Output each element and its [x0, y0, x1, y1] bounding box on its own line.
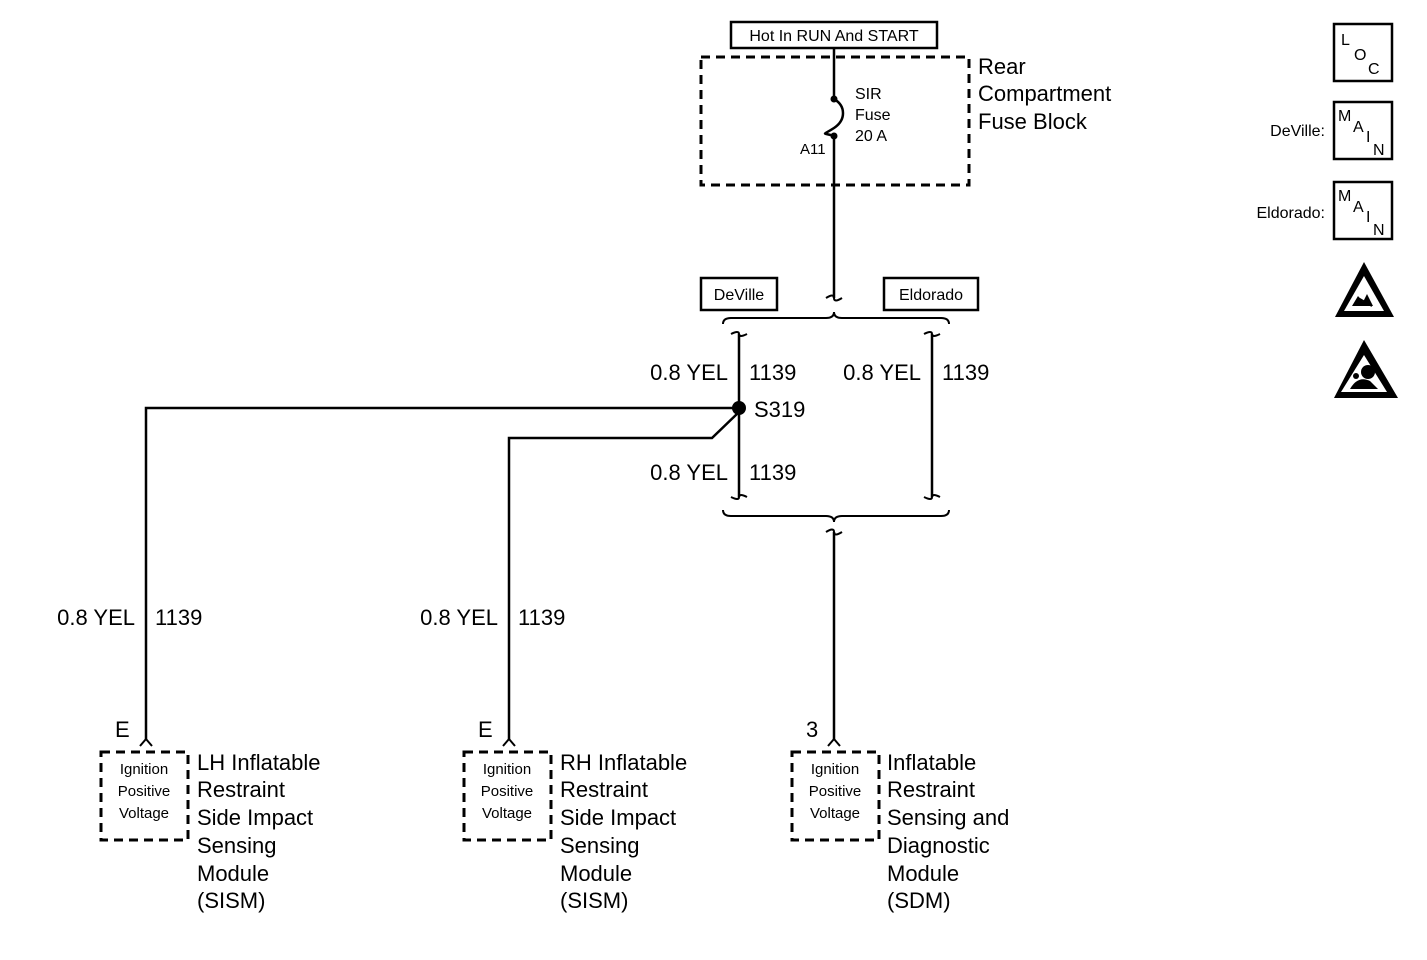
- sdm-module-name-2: Restraint: [887, 777, 975, 802]
- fuse-symbol: [823, 97, 845, 138]
- sdm-input-line1: Ignition: [811, 761, 859, 778]
- option-eldorado-label-top: Eldorado: [899, 287, 963, 304]
- sdm-module-name-6: (SDM): [887, 888, 951, 913]
- deville-main-letter-n: N: [1373, 142, 1385, 159]
- sdm-module-name-1: Inflatable: [887, 750, 976, 775]
- option-deville-box-top: DeVille: [699, 276, 779, 312]
- lh-input-line3: Voltage: [119, 805, 169, 822]
- option-deville-label-top: DeVille: [714, 287, 765, 304]
- rh-wire-circuit: 1139: [518, 605, 565, 630]
- esd-warning-icon[interactable]: [1335, 262, 1394, 317]
- lh-pin-label: E: [115, 717, 130, 742]
- eldorado-main-letter-i: I: [1366, 209, 1370, 226]
- rh-input-line3: Voltage: [482, 805, 532, 822]
- sdm-module: 3 Ignition Positive Voltage Inflatable R…: [790, 717, 1009, 913]
- lh-sism-wire: [144, 406, 739, 740]
- lh-module-name-4: Sensing: [197, 833, 277, 858]
- sdm-connector-pin: [827, 737, 841, 747]
- option-eldorado-box-top: Eldorado: [882, 276, 980, 312]
- rh-module-name-5: Module: [560, 861, 632, 886]
- option-brace-top: [722, 311, 950, 325]
- eldorado-wire-size: 0.8 YEL: [843, 360, 921, 385]
- fuse-block-name-line3: Fuse Block: [978, 109, 1088, 134]
- lh-module-name-5: Module: [197, 861, 269, 886]
- lh-input-line1: Ignition: [120, 761, 168, 778]
- lh-module-outline: [99, 750, 190, 842]
- rh-module-outline: [462, 750, 553, 842]
- fuse-terminal: A11: [800, 141, 826, 158]
- airbag-warning-icon[interactable]: [1334, 340, 1398, 398]
- deville-wire-circuit: 1139: [749, 360, 796, 385]
- option-brace-bottom: [722, 509, 950, 523]
- rh-input-line2: Positive: [481, 783, 534, 800]
- hot-in-run-start-label: Hot In RUN And START: [749, 28, 918, 45]
- sdm-pin-label: 3: [806, 717, 818, 742]
- sdm-input-line2: Positive: [809, 783, 862, 800]
- loc-icon[interactable]: L O C: [1332, 22, 1394, 83]
- rh-module-name-6: (SISM): [560, 888, 628, 913]
- sdm-module-outline: [790, 750, 881, 842]
- lh-connector-pin: [139, 737, 153, 747]
- eldorado-main-label: Eldorado:: [1257, 205, 1326, 222]
- deville-main-letter-a: A: [1353, 119, 1364, 136]
- deville-lower-wire-size: 0.8 YEL: [650, 460, 728, 485]
- lh-wire-size: 0.8 YEL: [57, 605, 135, 630]
- loc-letter-l: L: [1341, 32, 1350, 49]
- eldorado-wire-circuit: 1139: [942, 360, 989, 385]
- rh-pin-label: E: [478, 717, 493, 742]
- rh-input-line1: Ignition: [483, 761, 531, 778]
- eldorado-main-icon[interactable]: M A I N: [1332, 180, 1394, 241]
- sdm-module-name-4: Diagnostic: [887, 833, 990, 858]
- lh-sism-module: E Ignition Positive Voltage LH Inflatabl…: [99, 717, 321, 913]
- lh-module-name-3: Side Impact: [197, 805, 313, 830]
- lh-input-line2: Positive: [118, 783, 171, 800]
- sdm-module-name-3: Sensing and: [887, 805, 1009, 830]
- fuse-name-line2: Fuse: [855, 107, 891, 124]
- rh-module-name-2: Restraint: [560, 777, 648, 802]
- hot-in-run-start-box: Hot In RUN And START: [729, 20, 939, 50]
- fuse-rating: 20 A: [855, 128, 887, 145]
- rh-sism-module: E Ignition Positive Voltage RH Inflatabl…: [462, 717, 687, 913]
- rh-sism-wire: [507, 411, 740, 740]
- deville-main-letter-i: I: [1366, 129, 1370, 146]
- rh-module-name-1: RH Inflatable: [560, 750, 687, 775]
- fuse-name-line1: SIR: [855, 86, 882, 103]
- lh-module-name-1: LH Inflatable: [197, 750, 321, 775]
- deville-main-icon[interactable]: M A I N: [1332, 100, 1394, 161]
- deville-wire-size: 0.8 YEL: [650, 360, 728, 385]
- loc-letter-c: C: [1368, 61, 1380, 78]
- deville-lower-wire-circuit: 1139: [749, 460, 796, 485]
- deville-main-label: DeVille:: [1270, 123, 1325, 140]
- eldorado-main-letter-n: N: [1373, 222, 1385, 239]
- rh-module-name-3: Side Impact: [560, 805, 676, 830]
- eldorado-main-letter-m: M: [1338, 188, 1351, 205]
- lh-wire-circuit: 1139: [155, 605, 202, 630]
- rh-connector-pin: [502, 737, 516, 747]
- splice-s319-label: S319: [754, 397, 805, 422]
- fuse-block-name-line1: Rear: [978, 54, 1026, 79]
- eldorado-break-bottom: [923, 494, 941, 500]
- deville-break-bottom: [730, 494, 748, 500]
- lh-module-name-6: (SISM): [197, 888, 265, 913]
- deville-main-letter-m: M: [1338, 108, 1351, 125]
- lh-module-name-2: Restraint: [197, 777, 285, 802]
- feed-break-mark: [825, 294, 843, 302]
- fuse-block-name-line2: Compartment: [978, 81, 1111, 106]
- rh-module-name-4: Sensing: [560, 833, 640, 858]
- rh-wire-size: 0.8 YEL: [420, 605, 498, 630]
- sdm-module-name-5: Module: [887, 861, 959, 886]
- eldorado-main-letter-a: A: [1353, 199, 1364, 216]
- sdm-input-line3: Voltage: [810, 805, 860, 822]
- loc-letter-o: O: [1354, 47, 1366, 64]
